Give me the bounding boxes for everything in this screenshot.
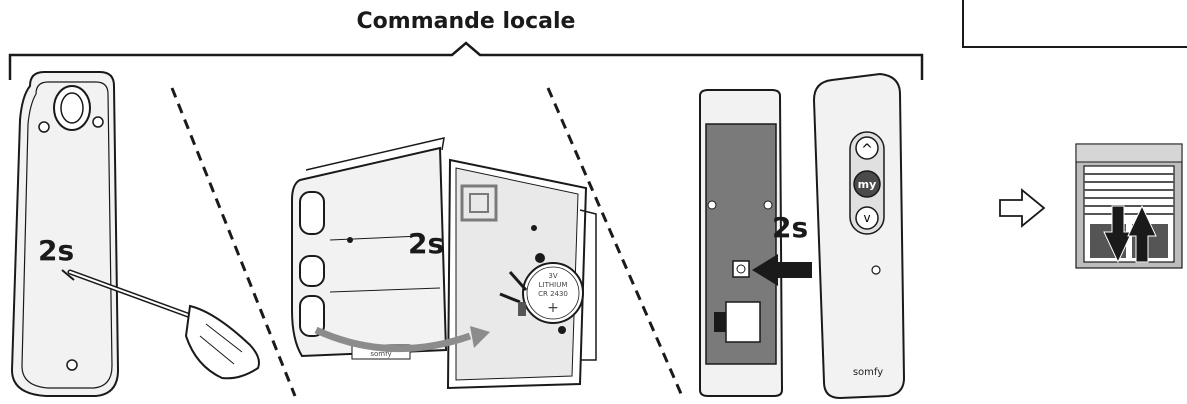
up-arrow-icon xyxy=(1127,204,1157,263)
step-1-duration: 2s xyxy=(38,234,74,267)
roller-shutter-icon xyxy=(1075,143,1183,269)
down-label: v xyxy=(863,211,870,225)
battery-model: CR 2430 xyxy=(538,290,568,298)
separator-2 xyxy=(546,87,684,397)
section-title: Commande locale xyxy=(357,9,576,34)
info-frame xyxy=(962,0,1187,48)
my-button xyxy=(853,170,881,198)
battery-polarity: + xyxy=(547,300,559,316)
down-button xyxy=(855,206,879,230)
transmitter-case-open: somfy xyxy=(291,137,448,360)
led-icon xyxy=(871,265,881,275)
battery-icon: 3V LITHIUM CR 2430 + xyxy=(499,262,584,324)
battery-type: LITHIUM xyxy=(539,281,568,289)
prog-button xyxy=(732,260,750,278)
button-slot xyxy=(299,255,325,287)
remote-front: ^ my v somfy xyxy=(812,72,906,400)
up-label: ^ xyxy=(861,142,873,158)
remote-back xyxy=(699,89,784,397)
battery-holder xyxy=(725,301,761,343)
screwdriver-icon xyxy=(67,269,260,380)
section-bracket xyxy=(8,41,924,80)
step-3-duration: 2s xyxy=(772,211,808,244)
screw-icon xyxy=(763,200,773,210)
my-label: my xyxy=(858,178,877,191)
result-arrow-icon xyxy=(999,188,1046,228)
screw-icon xyxy=(66,359,78,371)
button-slot xyxy=(299,191,325,235)
insert-arrow-head xyxy=(470,326,490,348)
button-slot xyxy=(299,295,325,337)
antenna-icon xyxy=(460,184,498,222)
remote-brand: somfy xyxy=(853,367,883,378)
insert-arrow xyxy=(314,326,472,353)
press-arrow-icon xyxy=(752,254,812,286)
screw-icon xyxy=(707,200,717,210)
screw-icon xyxy=(38,121,50,133)
wall-transmitter xyxy=(10,71,120,397)
battery-voltage: 3V xyxy=(548,272,557,280)
step-2-duration: 2s xyxy=(408,227,444,260)
down-arrow-icon xyxy=(1103,205,1133,264)
case-brand: somfy xyxy=(370,350,391,358)
up-button xyxy=(855,136,879,160)
screw-icon xyxy=(92,116,104,128)
separator-1 xyxy=(170,87,297,397)
